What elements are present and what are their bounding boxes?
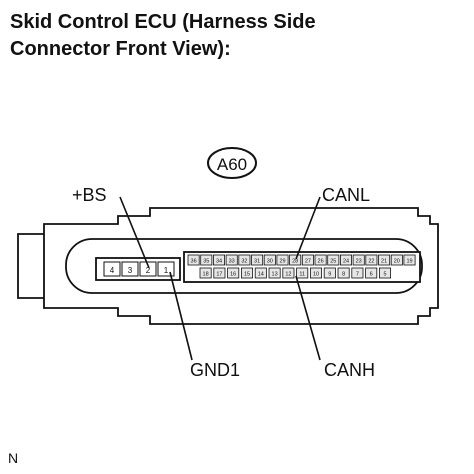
pin-cell: 1 — [157, 261, 175, 277]
pin-number: 29 — [279, 259, 285, 265]
pin-number: 25 — [330, 259, 336, 265]
pin-cell: 6 — [365, 267, 378, 279]
pin-number: 16 — [230, 272, 236, 278]
pin-number: 36 — [191, 259, 197, 265]
pin-number: 12 — [285, 272, 291, 278]
pin-cell: 15 — [240, 267, 253, 279]
leader-line-bs — [119, 196, 150, 269]
pin-cell: 30 — [263, 254, 276, 266]
pin-cell: 32 — [238, 254, 251, 266]
small-pin-row: 4 3 2 1 — [103, 261, 175, 277]
pin-number: 4 — [110, 266, 115, 275]
pin-cell: 33 — [225, 254, 238, 266]
pin-number: 26 — [318, 259, 324, 265]
footnote-code: N — [8, 450, 19, 466]
pin-number: 33 — [229, 259, 235, 265]
label-gnd1: GND1 — [190, 360, 240, 380]
pin-number: 24 — [343, 259, 349, 265]
connector-body — [17, 207, 439, 325]
pin-number: 6 — [370, 272, 373, 278]
pin-cell: 31 — [251, 254, 264, 266]
title-line-1: Skid Control ECU (Harness Side — [10, 11, 316, 33]
pin-cell: 35 — [200, 254, 213, 266]
label-canl: CANL — [322, 185, 370, 205]
leader-line-canl — [295, 196, 321, 260]
pin-cell: 17 — [213, 267, 226, 279]
pin-number: 35 — [203, 259, 209, 265]
pin-cell: 4 — [103, 261, 121, 277]
pin-cell: 29 — [276, 254, 289, 266]
pin-number: 5 — [383, 272, 386, 278]
pin-number: 1 — [164, 266, 169, 275]
pin-number: 14 — [258, 272, 264, 278]
pin-number: 9 — [328, 272, 331, 278]
leader-line-gnd1 — [169, 271, 193, 361]
pin-cell: 23 — [352, 254, 365, 266]
pin-number: 19 — [406, 259, 412, 265]
pin-cell: 9 — [323, 267, 336, 279]
pin-cell: 3 — [121, 261, 139, 277]
pin-cell: 5 — [378, 267, 391, 279]
pin-cell: 28 — [289, 254, 302, 266]
pin-cell: 18 — [199, 267, 212, 279]
pin-number: 3 — [128, 266, 133, 275]
pin-number: 10 — [313, 272, 319, 278]
pin-number: 7 — [356, 272, 359, 278]
pin-cell: 14 — [254, 267, 267, 279]
pin-number: 18 — [203, 272, 209, 278]
pin-cell: 26 — [314, 254, 327, 266]
connector-id-ellipse — [207, 147, 257, 179]
pin-number: 2 — [146, 266, 151, 275]
label-bs: +BS — [72, 185, 107, 205]
pin-cell: 16 — [227, 267, 240, 279]
pin-number: 34 — [216, 259, 222, 265]
pin-cell: 19 — [403, 254, 416, 266]
pin-number: 23 — [356, 259, 362, 265]
pin-cell: 24 — [339, 254, 352, 266]
pin-number: 30 — [267, 259, 273, 265]
large-pin-row-top: 36 35 34 33 32 31 30 29 28 27 26 25 24 23 22 21 20 19 — [187, 254, 416, 266]
pin-cell: 8 — [337, 267, 350, 279]
diagram-title: Skid Control ECU (Harness Side Connector… — [10, 9, 450, 63]
pin-number: 11 — [299, 272, 305, 278]
title-line-2: Connector Front View): — [10, 38, 231, 60]
pin-cell: 10 — [309, 267, 322, 279]
pin-cell: 20 — [390, 254, 403, 266]
pin-number: 32 — [241, 259, 247, 265]
connector-latch-tab — [17, 233, 44, 299]
pin-number: 17 — [216, 272, 222, 278]
pin-cell: 34 — [212, 254, 225, 266]
pin-number: 27 — [305, 259, 311, 265]
pin-number: 31 — [254, 259, 260, 265]
pin-cell: 25 — [327, 254, 340, 266]
pin-number: 21 — [381, 259, 387, 265]
pin-cell: 27 — [301, 254, 314, 266]
large-pin-row-bottom: 18 17 16 15 14 13 12 11 10 9 8 7 6 5 — [199, 267, 391, 279]
pin-cell: 11 — [296, 267, 309, 279]
pin-cell: 36 — [187, 254, 200, 266]
pin-number: 20 — [394, 259, 400, 265]
leader-lines — [119, 196, 321, 361]
connector-id-badge: A60 — [207, 147, 257, 179]
pin-number: 13 — [272, 272, 278, 278]
label-canh: CANH — [324, 360, 375, 380]
pin-number: 15 — [244, 272, 250, 278]
pin-cell: 7 — [351, 267, 364, 279]
connector-id-text: A60 — [217, 155, 247, 174]
pin-number: 8 — [342, 272, 345, 278]
pin-cell: 21 — [378, 254, 391, 266]
leader-line-canh — [295, 275, 321, 361]
pin-cell: 22 — [365, 254, 378, 266]
pin-number: 28 — [292, 259, 298, 265]
pin-cell: 12 — [282, 267, 295, 279]
pin-cell: 13 — [268, 267, 281, 279]
pin-number: 22 — [368, 259, 374, 265]
pin-cell: 2 — [139, 261, 157, 277]
